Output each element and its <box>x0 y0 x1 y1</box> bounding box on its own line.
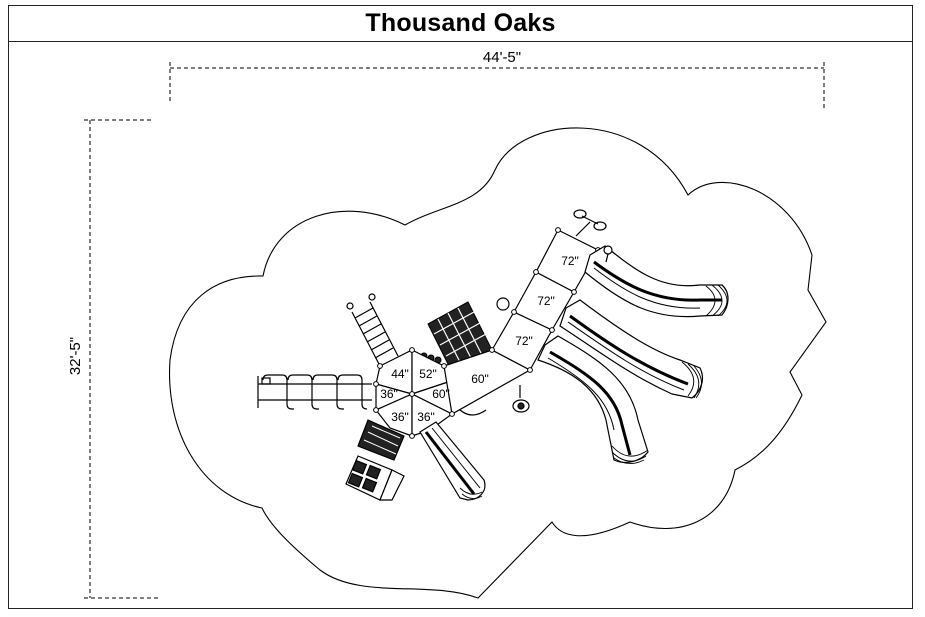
deck-label-36-c: 36" <box>417 410 435 424</box>
deck-label-72-c: 72" <box>561 254 579 268</box>
deck-label-52: 52" <box>419 367 437 381</box>
width-dimension <box>169 62 825 108</box>
deck-label-36-a: 36" <box>380 387 398 401</box>
title-bar: Thousand Oaks <box>9 6 912 42</box>
deck-label-60-a: 60" <box>432 387 450 401</box>
post-cap-icon <box>496 297 510 311</box>
deck-label-36-b: 36" <box>391 410 409 424</box>
spinner-icon <box>512 385 530 413</box>
deck-label-60-b: 60" <box>471 372 489 386</box>
curved-slide-bottom <box>537 335 649 464</box>
deck-label-72-a: 72" <box>515 334 533 348</box>
rung-ladder <box>346 293 399 367</box>
wave-slide-top <box>584 245 729 318</box>
deck-label-44: 44" <box>391 367 409 381</box>
page-title: Thousand Oaks <box>365 9 556 37</box>
use-zone-boundary <box>168 127 827 599</box>
deck-label-72-b: 72" <box>537 294 555 308</box>
deck-posts <box>373 227 601 439</box>
periscope-icon <box>573 209 613 263</box>
straight-slide-lower <box>419 421 486 501</box>
net-climber <box>427 301 493 373</box>
crawl-tunnel <box>459 409 487 416</box>
overhead-climber <box>257 374 372 410</box>
wave-slide-middle <box>559 299 704 399</box>
activity-panels <box>345 419 405 501</box>
deck-labels: 44" 52" 36" 60" 60" 36" 36" 72" 72" 72" <box>380 254 579 424</box>
height-dimension-label: 32'-5" <box>67 337 84 375</box>
height-dimension <box>84 119 160 599</box>
width-dimension-label: 44'-5" <box>483 49 521 66</box>
deck-cluster <box>375 229 599 437</box>
